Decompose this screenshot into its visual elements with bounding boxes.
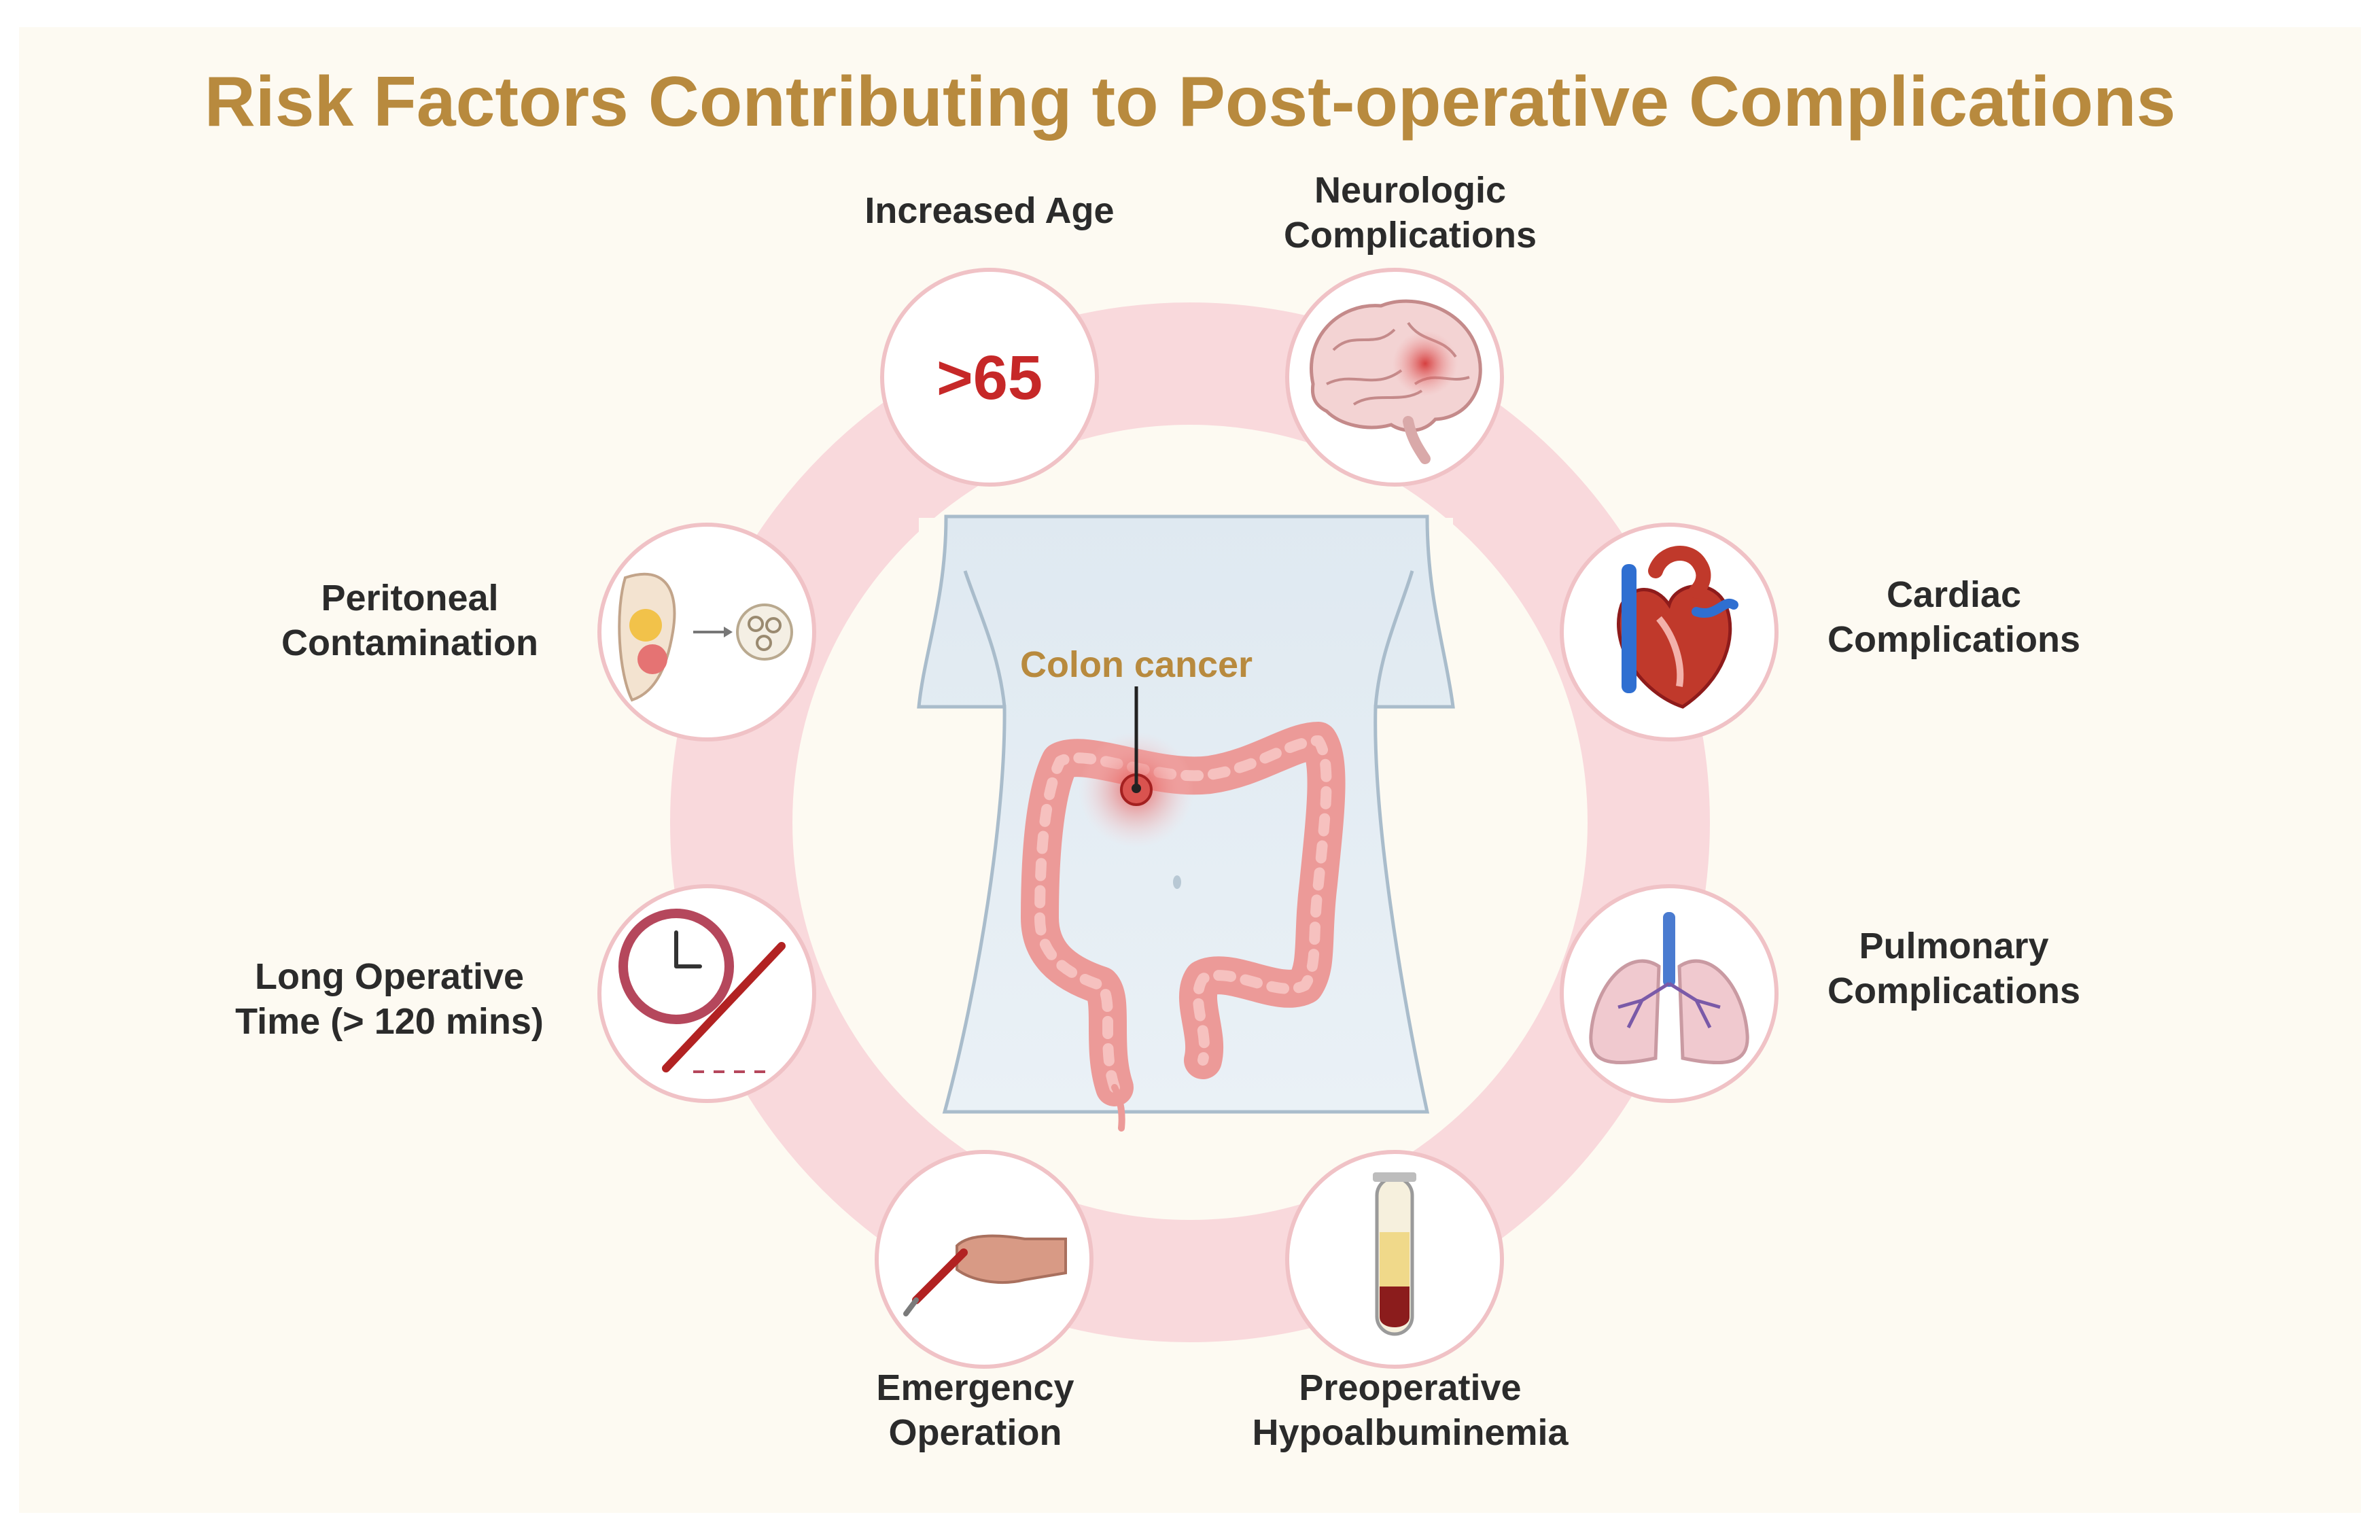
label-optime-line-2: Time (> 120 mins) — [235, 1001, 544, 1042]
hand-scalpel-icon — [903, 1234, 1067, 1316]
node-albumin — [1285, 1150, 1504, 1369]
label-cardiac-line-1: Cardiac — [1887, 574, 2021, 615]
label-age-line-1: Increased Age — [864, 190, 1114, 231]
label-cardiac-line-2: Complications — [1827, 619, 2080, 660]
node-emergency — [875, 1150, 1093, 1369]
label-peritoneal-line-2: Contamination — [281, 623, 538, 663]
heart-icon — [1617, 546, 1738, 709]
age-badge-text: >65 — [937, 343, 1043, 413]
label-pulmonary-line-2: Complications — [1827, 970, 2080, 1011]
node-age: >65 — [880, 268, 1099, 487]
node-peritoneal — [597, 523, 816, 741]
colon-folds — [1034, 735, 1332, 1093]
navel — [1173, 875, 1181, 889]
label-emergency-line-2: Operation — [888, 1412, 1062, 1453]
clock-scalpel-icon — [618, 909, 786, 1073]
label-age: Increased Age — [864, 190, 1114, 231]
lungs-icon — [1589, 912, 1749, 1064]
label-pulmonary-line-1: Pulmonary — [1859, 926, 2048, 966]
center-label: Colon cancer — [1020, 644, 1253, 685]
label-neuro-line-1: Neurologic — [1314, 170, 1506, 211]
figure-title: Risk Factors Contributing to Post-operat… — [205, 63, 2176, 141]
blood-tube-icon — [1373, 1172, 1416, 1336]
label-albumin-line-1: Preoperative — [1299, 1367, 1521, 1408]
risk-factor-nodes: >65 — [597, 268, 1779, 1369]
node-neuro — [1285, 268, 1504, 487]
colon-illustration — [1021, 722, 1346, 1132]
torso-illustration: Colon cancer — [917, 514, 1455, 1132]
label-neuro-line-2: Complications — [1284, 215, 1537, 256]
label-albumin-line-2: Hypoalbuminemia — [1252, 1412, 1569, 1453]
risk-ring — [670, 302, 1710, 1342]
label-emergency-line-1: Emergency — [876, 1367, 1074, 1408]
brain-icon — [1310, 299, 1482, 464]
node-optime — [597, 884, 816, 1103]
node-cardiac — [1560, 523, 1779, 741]
age-badge: >65 — [937, 343, 1043, 413]
node-pulmonary — [1560, 884, 1779, 1103]
node-age-circle — [880, 268, 1099, 487]
label-optime-line-1: Long Operative — [255, 956, 524, 997]
abdomen-cells-icon — [618, 572, 793, 702]
label-peritoneal-line-1: Peritoneal — [321, 578, 498, 618]
